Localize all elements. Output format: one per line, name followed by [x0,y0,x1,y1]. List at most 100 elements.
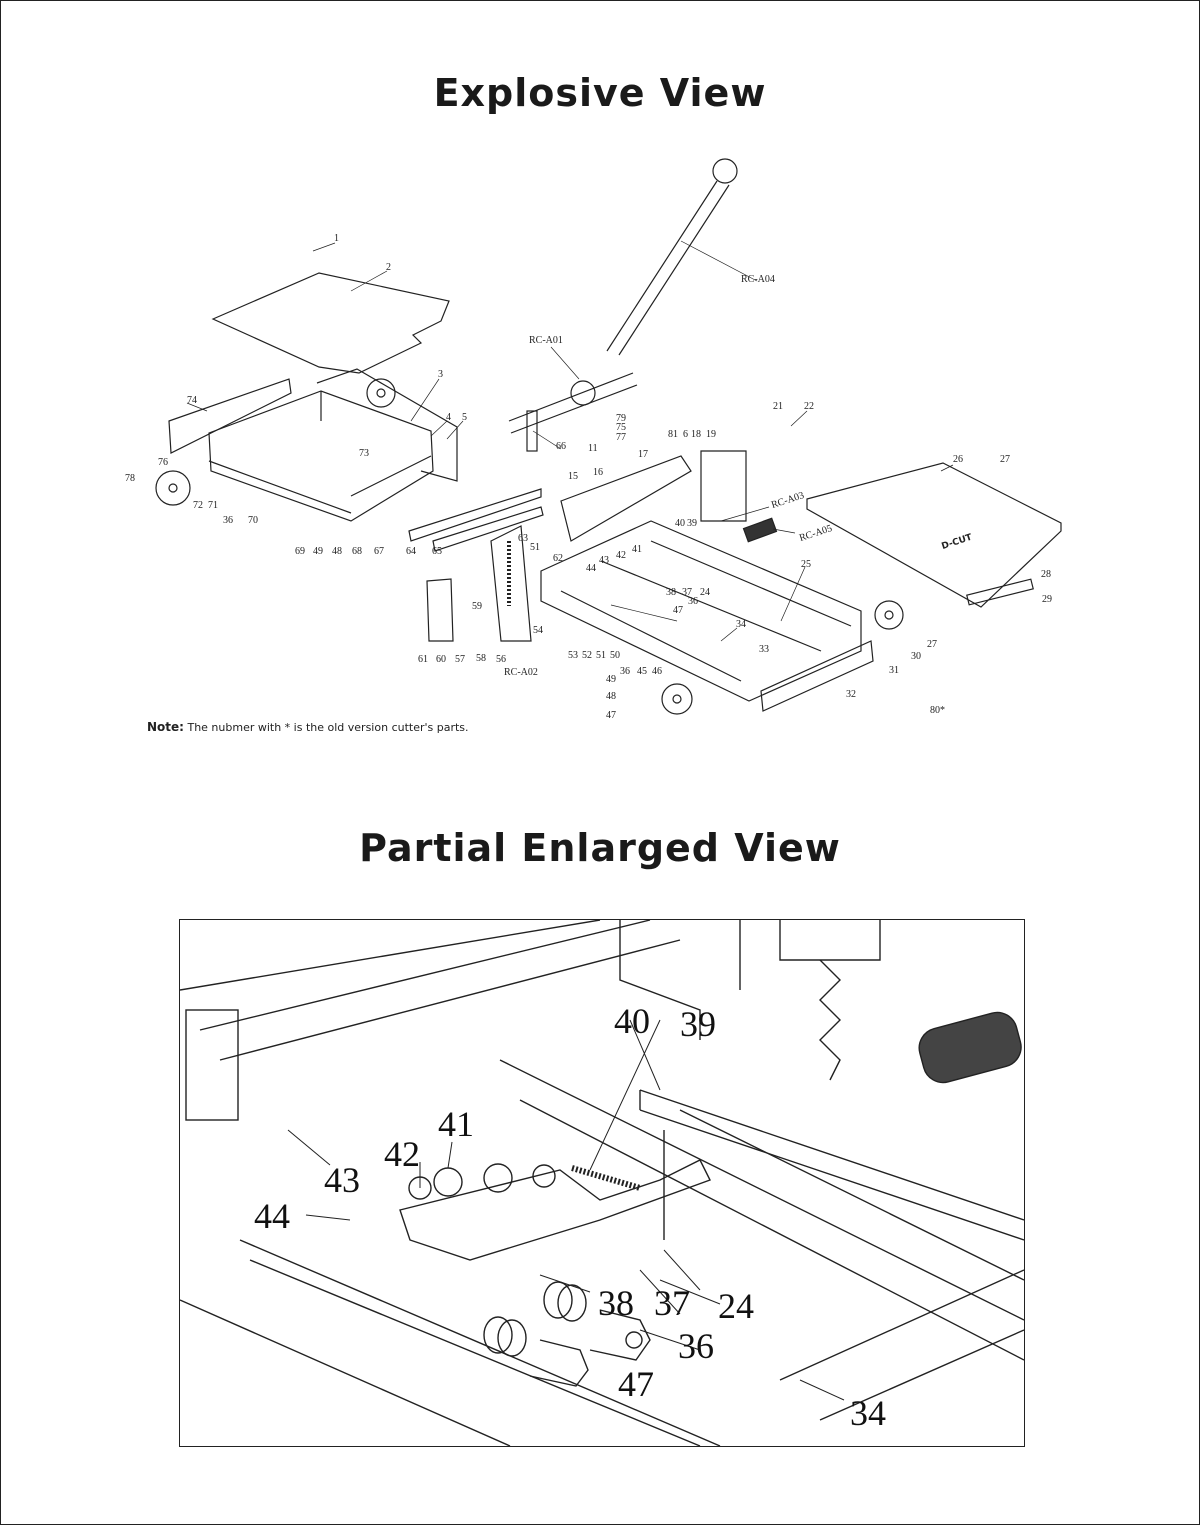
callout-47: 47 [673,605,683,616]
enlarged-callout-24: 24 [718,1286,754,1326]
callout-46: 46 [652,666,662,677]
callout-72: 72 [193,500,203,511]
callout-rc-a04: RC-A04 [741,274,775,285]
callout-68: 68 [352,546,362,557]
side-bracket [700,450,747,522]
callout-49: 49 [313,546,323,557]
callout-48: 48 [606,691,616,702]
callout-44: 44 [586,563,596,574]
partial-enlarged-view-title: Partial Enlarged View [359,826,841,870]
blade-bar-64 [408,488,542,542]
callout-76: 76 [158,457,168,468]
rear-frame [619,920,881,1040]
knob-rc-a05 [742,517,778,543]
rail-28 [966,578,1034,606]
pins-and-rings [483,1281,651,1387]
callout-75: 75 [616,422,626,433]
callout-43: 43 [599,555,609,566]
enlarged-callout-44: 44 [254,1196,290,1236]
top-plate [211,272,450,374]
callout-56: 56 [496,654,506,665]
wheel-49 [661,683,693,715]
arm-rc-a02 [490,525,532,642]
callout-66: 66 [556,441,566,452]
frame-rail [499,1059,1024,1361]
enlarged-callout-47: 47 [618,1364,654,1404]
handle-shaft [606,180,730,356]
callout-11: 11 [588,443,598,454]
callout-71: 71 [208,500,218,511]
callout-39: 39 [687,518,697,529]
callout-22: 22 [804,401,814,412]
rear-rail [316,368,458,482]
callout-28: 28 [1041,569,1051,580]
callout-45: 45 [637,666,647,677]
zigzag-stop [819,959,841,1081]
callout-31: 31 [889,665,899,676]
callout-16: 16 [593,467,603,478]
callout-rc-a02: RC-A02 [504,667,538,678]
ruler-bar [639,1089,1024,1241]
callout-26: 26 [953,454,963,465]
callout-61: 61 [418,654,428,665]
callout-38: 38 [666,587,676,598]
enlarged-callout-37: 37 [654,1283,690,1323]
callout-rc-a01: RC-A01 [529,335,563,346]
shaft-rc-a01 [508,372,638,434]
enlarged-drawing [180,920,1024,1446]
leader-lines [186,240,954,642]
left-rail-74 [168,378,292,454]
enlarged-callout-42: 42 [384,1134,420,1174]
callout-48: 48 [332,546,342,557]
callout-52: 52 [582,650,592,661]
bracket-57 [426,578,454,642]
wheel-top [366,378,396,408]
main-frame [540,520,862,702]
callout-27: 27 [927,639,937,650]
knob-rc-a05 [918,1011,1022,1084]
callout-77: 77 [616,432,626,443]
callout-41: 41 [632,544,642,555]
callout-4: 4 [446,412,451,423]
callout-30: 30 [911,651,921,662]
lower-ruler [180,1239,721,1446]
callout-78: 78 [125,473,135,484]
callout-62: 62 [553,553,563,564]
callout-19: 19 [706,429,716,440]
callout-81: 81 [668,429,678,440]
callout-58: 58 [476,653,486,664]
cutter-head [560,455,692,542]
callout-59: 59 [472,601,482,612]
callout-64: 64 [406,546,416,557]
enlarged-callout-43: 43 [324,1160,360,1200]
strip-34 [779,1269,1024,1421]
callout-65: 65 [432,546,442,557]
callout-29: 29 [1042,594,1052,605]
enlarged-callout-36: 36 [678,1326,714,1366]
callout-36: 36 [688,596,698,607]
callout-51: 51 [596,650,606,661]
callout-17: 17 [638,449,648,460]
callout-15: 15 [568,471,578,482]
callout-51: 51 [530,542,540,553]
callout-63: 63 [518,533,528,544]
callout-36: 36 [223,515,233,526]
callout-79: 79 [616,413,626,424]
callout-3: 3 [438,369,443,380]
bracket-66 [526,410,538,452]
callout-32: 32 [846,689,856,700]
callout-21: 21 [773,401,783,412]
blade-holder [185,1009,239,1121]
callout-70: 70 [248,515,258,526]
callout-53: 53 [568,650,578,661]
callout-1: 1 [334,233,339,244]
callout-33: 33 [759,644,769,655]
callout-54: 54 [533,625,543,636]
callout-37: 37 [682,587,692,598]
left-frame-detail-lines [208,391,432,514]
shaft-coupling [570,380,596,406]
note-body: The nubmer with * is the old version cut… [187,721,469,734]
